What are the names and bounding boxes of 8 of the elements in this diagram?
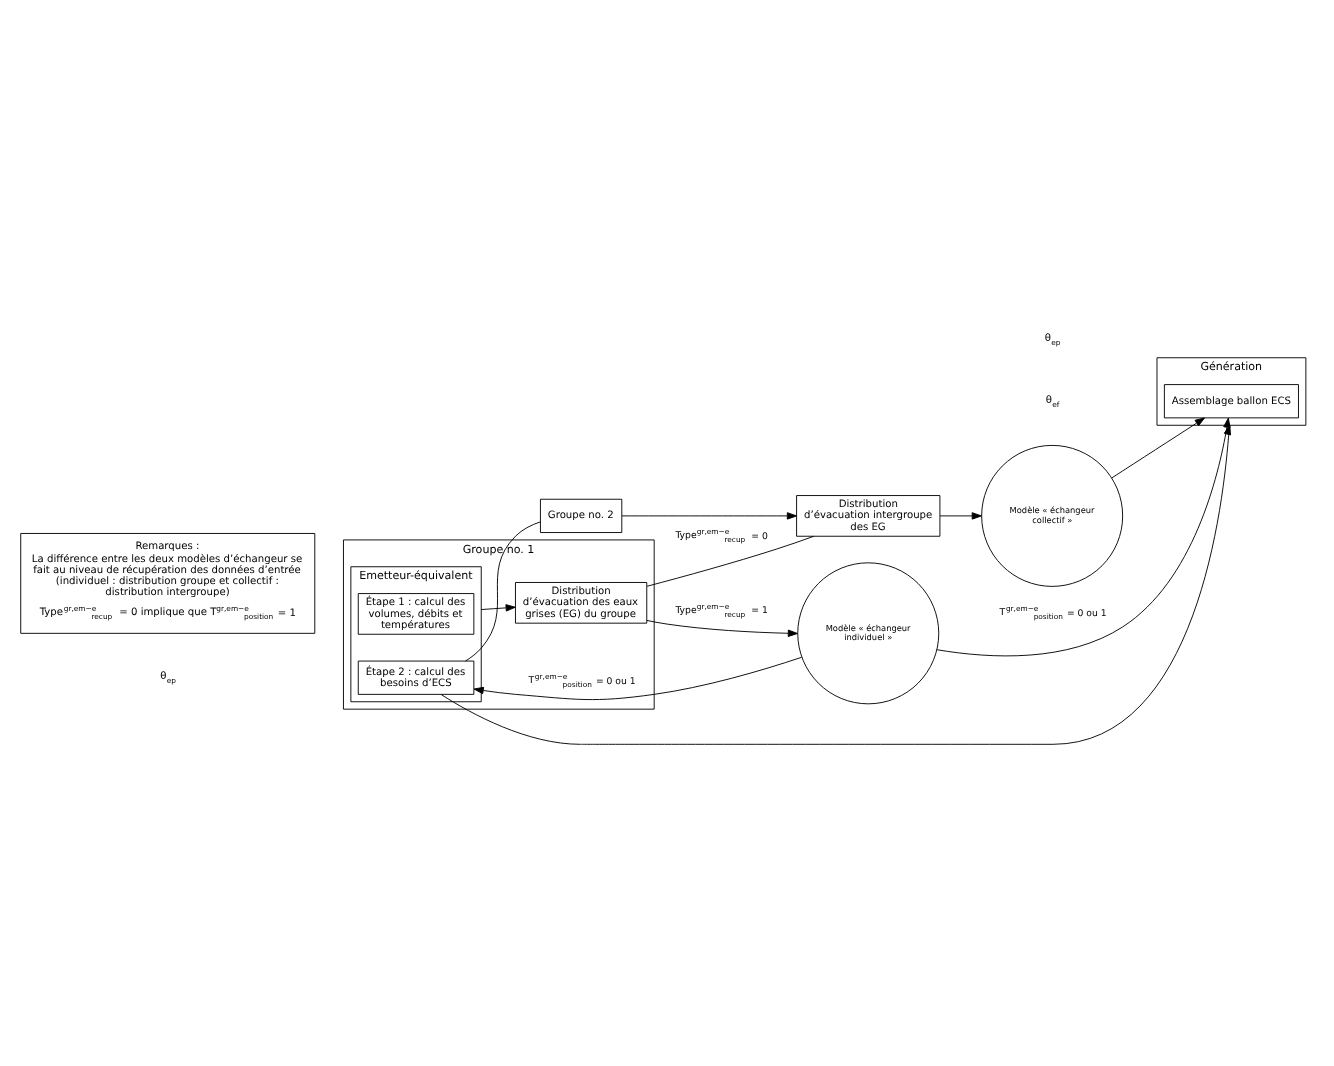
connector [646,535,815,587]
arrow [473,656,803,701]
arrow [939,512,982,520]
arrow [621,512,798,520]
arrow [480,604,516,612]
connector [464,521,541,662]
arrow [646,619,798,637]
arrow [1111,417,1205,479]
